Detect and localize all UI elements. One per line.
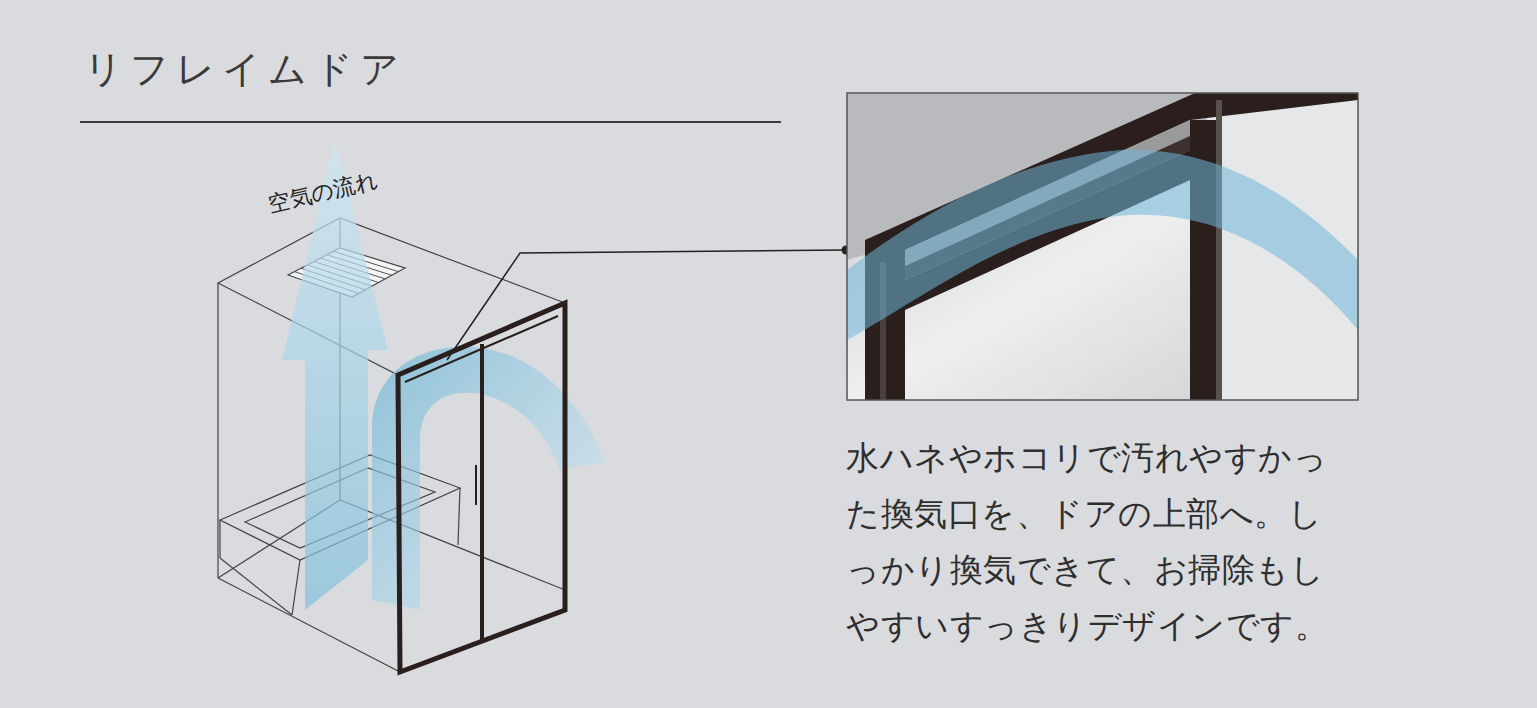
detail-inset — [847, 93, 1358, 400]
inset-border — [847, 93, 1358, 400]
door-frame — [398, 303, 565, 672]
description-text: 水ハネやホコリで汚れやすかった換気口を、ドアの上部へ。しっかり換気できて、お掃除… — [846, 430, 1346, 654]
heading: リフレイムドア — [84, 44, 406, 95]
airflow-door — [372, 347, 605, 610]
leader-line — [447, 250, 845, 360]
heading-rule — [80, 121, 781, 123]
